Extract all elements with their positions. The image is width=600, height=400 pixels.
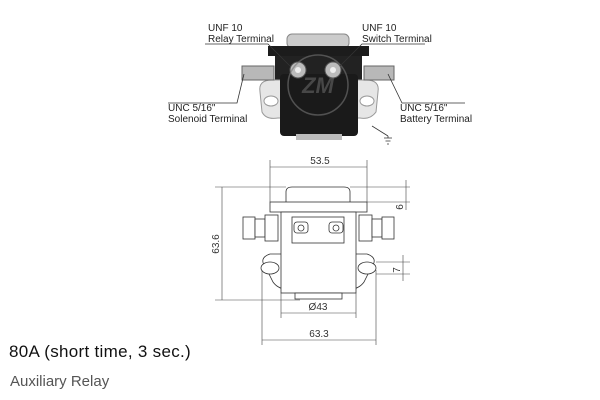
dim-top-width: 53.5 xyxy=(310,156,330,167)
relay-thread-label: UNF 10 xyxy=(208,23,243,34)
switch-terminal-label: Switch Terminal xyxy=(362,34,432,45)
solenoid-thread-label: UNC 5/16" xyxy=(168,103,216,114)
watermark-logo: ZM xyxy=(301,73,334,98)
solenoid-terminal-label: Solenoid Terminal xyxy=(168,114,247,125)
product-type: Auxiliary Relay xyxy=(10,373,110,390)
dim-cap-height: 6 xyxy=(395,204,406,210)
switch-thread-label: UNF 10 xyxy=(362,23,397,34)
current-rating: 80A (short time, 3 sec.) xyxy=(9,342,191,361)
dim-hole: 7 xyxy=(392,267,403,273)
battery-terminal-label: Battery Terminal xyxy=(400,114,472,125)
dim-body-diameter: Ø43 xyxy=(309,302,328,313)
relay-photo: ZM xyxy=(241,33,395,140)
battery-thread-label: UNC 5/16" xyxy=(400,103,448,114)
technical-drawing xyxy=(242,186,395,300)
dim-height: 63.6 xyxy=(211,234,222,254)
relay-terminal-label: Relay Terminal xyxy=(208,34,274,45)
dim-base-width: 63.3 xyxy=(309,329,329,340)
dimension-lines xyxy=(215,160,410,345)
